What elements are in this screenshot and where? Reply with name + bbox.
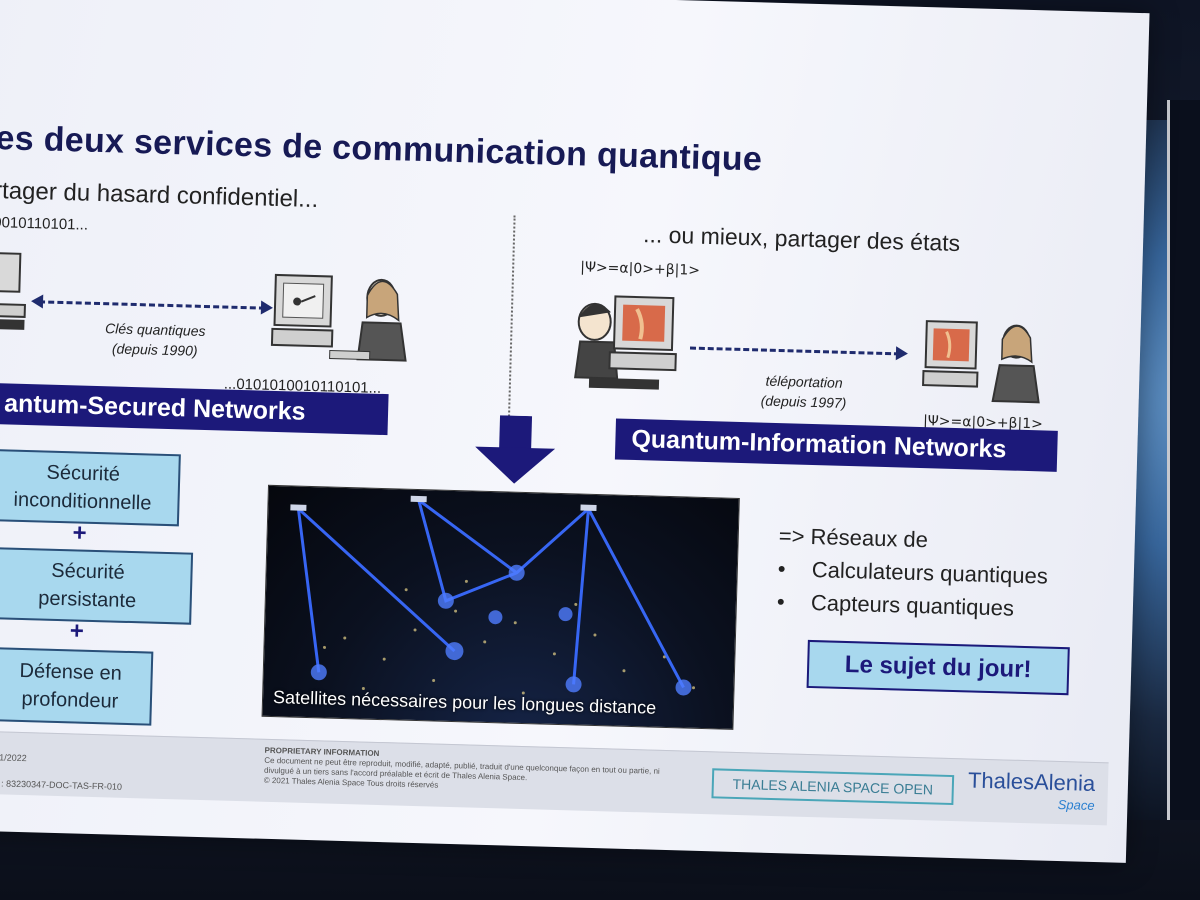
box-line: profondeur xyxy=(21,688,119,713)
slide-title: es deux services de communication quanti… xyxy=(0,119,763,179)
computer-user-icon xyxy=(0,251,26,330)
quantum-state-top: |Ψ>=α|0>+β|1> xyxy=(579,259,701,279)
plus-sign: + xyxy=(69,617,85,645)
caption-line: (depuis 1997) xyxy=(760,392,847,411)
computer-user-icon xyxy=(922,320,1040,404)
box-line: inconditionnelle xyxy=(13,488,152,515)
list-item: • Capteurs quantiques xyxy=(777,585,1048,626)
teleportation-arrow xyxy=(689,346,909,361)
logo-sub: Space xyxy=(1057,796,1095,813)
subtitle-left: rtager du hasard confidentiel... xyxy=(0,177,319,214)
box-security-unconditional: Sécurité inconditionnelle xyxy=(0,448,181,527)
bullet-icon: • xyxy=(777,556,786,582)
list-item-label: Capteurs quantiques xyxy=(810,590,1015,621)
subtitle-right: ... ou mieux, partager des états xyxy=(642,221,961,257)
arrow-right-icon xyxy=(895,346,909,361)
center-divider xyxy=(507,215,516,421)
logo-main: ThalesAlenia xyxy=(967,767,1096,797)
computer-user-icon xyxy=(270,273,407,362)
satellite-network-image: Satellites nécessaires pour les longues … xyxy=(261,484,740,730)
box-line: Sécurité xyxy=(46,461,121,486)
bullet-icon: • xyxy=(776,589,786,615)
arrow-left-icon xyxy=(30,294,44,309)
caption-quantum-keys: Clés quantiques (depuis 1990) xyxy=(80,317,231,361)
plus-sign: + xyxy=(72,519,87,547)
box-line: Sécurité xyxy=(51,559,126,584)
projected-slide: es deux services de communication quanti… xyxy=(0,0,1150,863)
computer-user-icon xyxy=(574,295,677,390)
satellite-links-graphic xyxy=(290,495,696,696)
caption-teleportation: téléportation (depuis 1997) xyxy=(738,370,869,414)
second-screen-edge xyxy=(1167,100,1200,820)
caption-line: (depuis 1990) xyxy=(111,340,198,359)
topic-of-the-day-box: Le sujet du jour! xyxy=(806,639,1070,696)
footer-date: 22/11/2022 xyxy=(0,751,27,764)
box-security-persistent: Sécurité persistante xyxy=(0,546,194,625)
quantum-key-arrow xyxy=(30,294,274,315)
box-line: Défense en xyxy=(19,659,123,685)
box-defense-depth: Défense en profondeur xyxy=(0,647,154,726)
box-line: persistante xyxy=(38,587,137,613)
networks-list: => Réseaux de •Calculateurs quantiques •… xyxy=(777,519,1050,626)
list-item-label: Calculateurs quantiques xyxy=(811,557,1049,589)
footer-model: dèle : 83230347-DOC-TAS-FR-010 xyxy=(0,778,123,792)
down-arrow-icon xyxy=(475,415,556,484)
classification-label: THALES ALENIA SPACE OPEN xyxy=(711,768,955,806)
bit-string-top: 0010110101... xyxy=(0,214,89,234)
arrow-right-icon xyxy=(260,300,274,315)
proprietary-notice: PROPRIETARY INFORMATION Ce document ne p… xyxy=(264,746,685,798)
thales-alenia-logo: ThalesAlenia Space xyxy=(967,767,1096,817)
slide-footer: 22/11/2022 dèle : 83230347-DOC-TAS-FR-01… xyxy=(0,730,1109,826)
